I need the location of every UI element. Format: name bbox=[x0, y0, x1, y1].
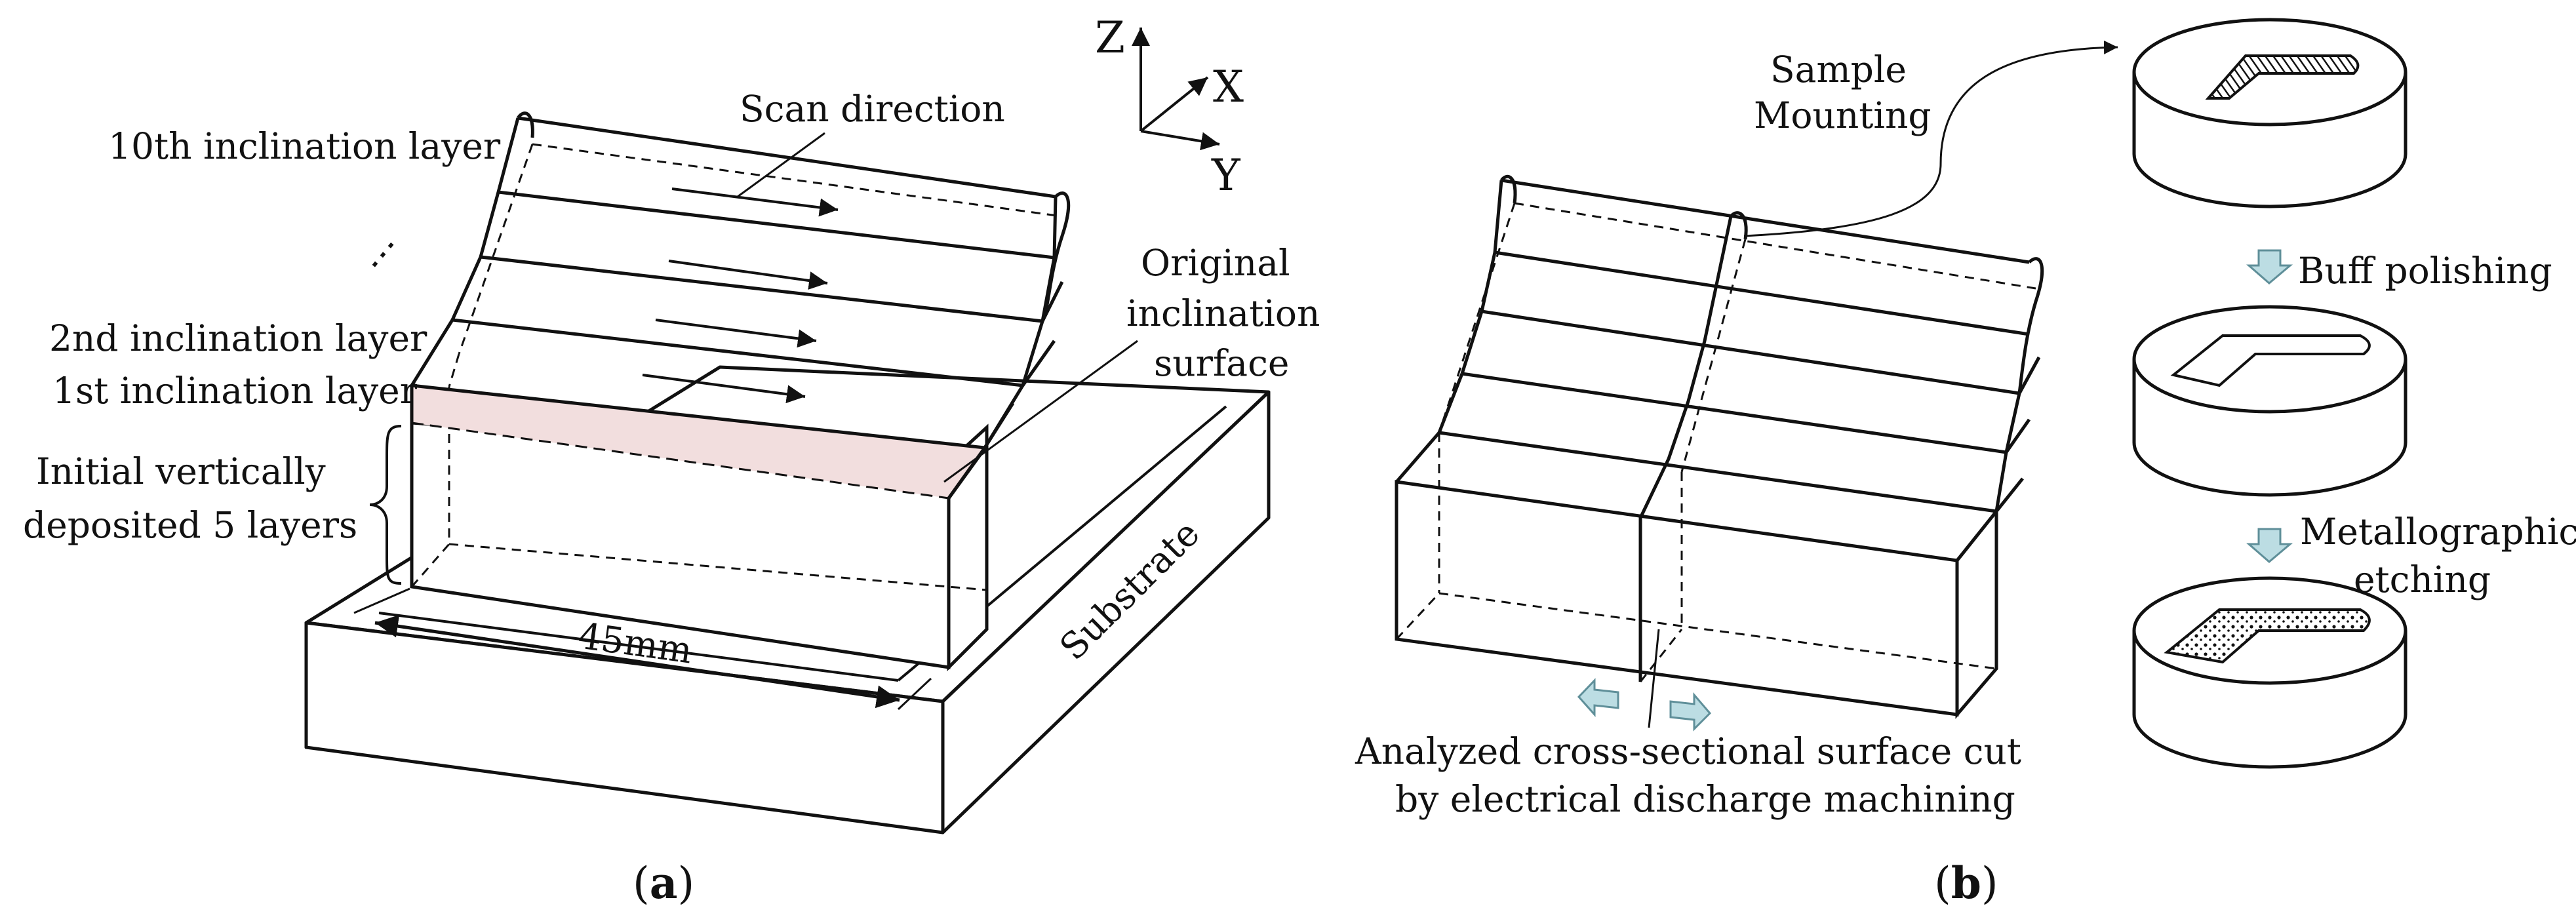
layers-top-cap bbox=[516, 111, 534, 138]
inclined-hidden-lines bbox=[448, 143, 1063, 387]
layer-boundary bbox=[517, 116, 1056, 199]
cut-wall-hidden bbox=[1395, 431, 1997, 670]
layer-boundary bbox=[1494, 250, 2030, 336]
cut-wall bbox=[1395, 480, 1998, 719]
mounted-sample-3 bbox=[2132, 576, 2408, 769]
y-axis-label: Y bbox=[1211, 150, 1241, 201]
layer-10-label: 10th inclination layer bbox=[108, 125, 501, 167]
sample-label-2: Mounting bbox=[1754, 94, 1932, 136]
cut-wall-side bbox=[1955, 506, 1998, 719]
panel-a: Scan direction 10th inclination layer ⋮ … bbox=[23, 12, 1320, 909]
x-axis-line bbox=[1139, 76, 1209, 132]
cut-plane-front bbox=[1638, 216, 1733, 682]
cut-inclined-hidden bbox=[1438, 202, 2036, 433]
vertical-wall-hidden-lines bbox=[410, 387, 987, 591]
scan-arrow bbox=[655, 319, 817, 348]
original-surface-label-1: Original bbox=[1141, 242, 1290, 284]
original-surface-leader bbox=[943, 340, 1138, 483]
original-inclination-line bbox=[411, 422, 949, 500]
layer-boundary bbox=[480, 255, 1043, 323]
separation-arrow-right bbox=[1669, 692, 1712, 732]
sample-mounting-arrow bbox=[1743, 40, 2118, 237]
layer-boundary bbox=[452, 318, 1023, 387]
sample-polished-piece bbox=[2170, 334, 2371, 387]
axes-triad bbox=[1132, 28, 1220, 151]
initial-layers-label-2: deposited 5 layers bbox=[23, 504, 357, 546]
analyzed-label-1: Analyzed cross-sectional surface cut bbox=[1355, 730, 2021, 772]
layer-2-label: 2nd inclination layer bbox=[49, 317, 427, 359]
etching-label-1: Metallographic bbox=[2300, 511, 2576, 553]
x-axis-label: X bbox=[1213, 62, 1244, 112]
layer-boundary bbox=[1481, 309, 2020, 395]
layer-1-label: 1st inclination layer bbox=[52, 370, 418, 412]
initial-layers-brace bbox=[369, 425, 402, 585]
cut-inclined-layers bbox=[1395, 174, 2044, 562]
analyzed-leader bbox=[1648, 629, 1660, 728]
scan-arrow bbox=[642, 374, 806, 404]
original-surface-label-2: inclination bbox=[1126, 292, 1320, 334]
layers-left-edge bbox=[410, 117, 520, 423]
dimension-tick bbox=[353, 587, 410, 614]
dimension-arrow-45mm bbox=[374, 614, 900, 709]
scan-arrow bbox=[671, 187, 839, 217]
mounted-sample-1 bbox=[2132, 18, 2408, 208]
caption-b: (b) bbox=[1934, 857, 1998, 909]
layer-boundary bbox=[1461, 372, 2007, 454]
cut-plane-hidden bbox=[1639, 239, 1747, 682]
scan-direction-leader bbox=[737, 132, 825, 198]
buff-polishing-label: Buff polishing bbox=[2298, 250, 2552, 292]
analyzed-label-2: by electrical discharge machining bbox=[1395, 778, 2015, 820]
etching-label-2: etching bbox=[2354, 559, 2491, 600]
layer-boundary bbox=[411, 383, 985, 450]
sample-etched-piece bbox=[2164, 608, 2371, 664]
caption-a: (a) bbox=[633, 857, 694, 909]
panel-b: Analyzed cross-sectional surface cut by … bbox=[1355, 18, 2576, 909]
scan-arrow bbox=[668, 260, 828, 290]
layer-boundary bbox=[1438, 431, 1997, 513]
step-arrow-1 bbox=[2246, 249, 2293, 285]
initial-layers-label-1: Initial vertically bbox=[36, 450, 326, 492]
mounted-sample-2 bbox=[2132, 305, 2408, 497]
original-surface-label-3: surface bbox=[1154, 342, 1289, 384]
dimension-tick bbox=[897, 677, 932, 711]
scan-direction-label: Scan direction bbox=[740, 88, 1005, 130]
sample-hatched-piece bbox=[2205, 54, 2360, 100]
first-inclination-highlight bbox=[412, 385, 985, 498]
z-axis-label: Z bbox=[1095, 12, 1125, 63]
scan-arrows bbox=[642, 187, 839, 404]
step-arrow-2 bbox=[2246, 528, 2293, 563]
layer-boundary bbox=[1501, 178, 2030, 264]
cut-plane bbox=[1638, 211, 1748, 682]
separation-arrow-left bbox=[1577, 678, 1619, 717]
sample-label-1: Sample bbox=[1770, 49, 1907, 90]
substrate-side-face bbox=[941, 390, 1271, 835]
y-axis-line bbox=[1140, 130, 1220, 151]
layers-right-cap bbox=[1040, 191, 1071, 323]
cut-wall-front bbox=[1395, 480, 1959, 717]
ellipsis-label: ⋮ bbox=[357, 226, 411, 281]
layer-boundary bbox=[498, 190, 1055, 260]
